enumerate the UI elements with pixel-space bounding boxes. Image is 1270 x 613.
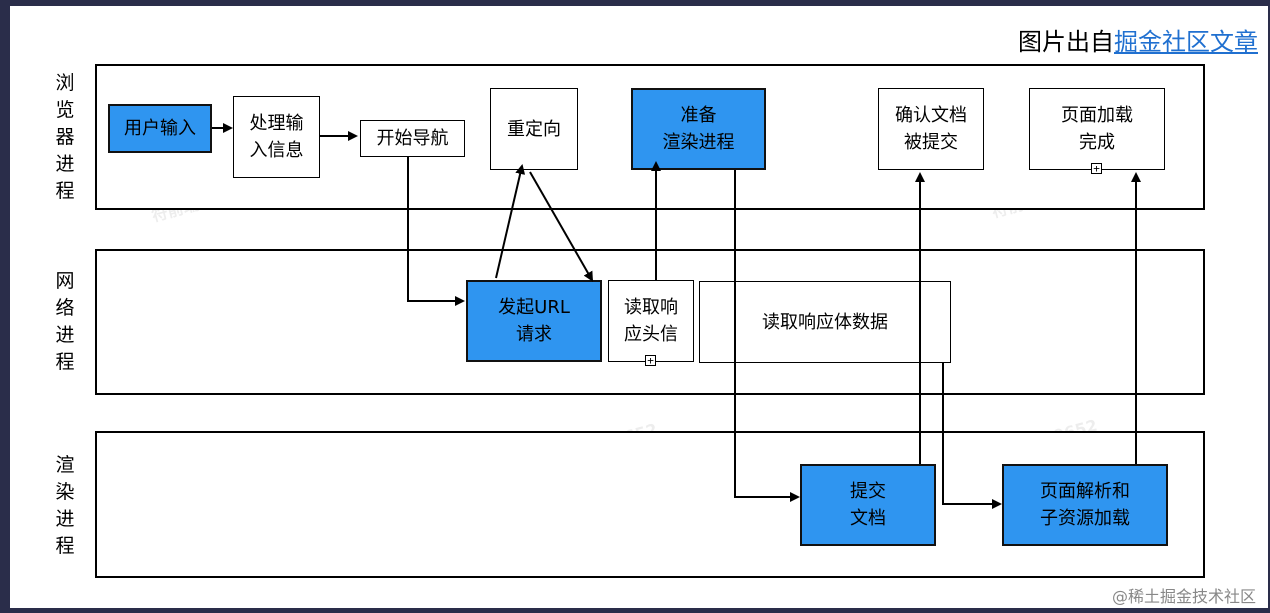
step-page-load-complete: 页面加载 完成 <box>1029 88 1165 170</box>
arrow-nav-to-request <box>407 157 465 306</box>
expand-icon[interactable]: + <box>1091 163 1102 174</box>
step-confirm-document: 确认文档 被提交 <box>878 88 984 170</box>
arrow-body-to-parse <box>942 363 1002 509</box>
step-process-input: 处理输 入信息 <box>233 96 320 178</box>
lane-label-renderer: 渲 染 进 程 <box>55 454 75 557</box>
step-send-url-request: 发起URL 请求 <box>466 280 602 362</box>
arrow-redirect-to-request <box>529 171 593 282</box>
footer-credit: @稀土掘金技术社区 <box>1111 587 1256 606</box>
lane-label-browser: 浏 览 器 进 程 <box>55 72 75 202</box>
step-read-response-header: 读取响 应头信 <box>608 280 694 362</box>
step-user-input: 用户输入 <box>108 104 212 153</box>
expand-icon[interactable]: + <box>645 355 656 366</box>
lane-label-network: 网 络 进 程 <box>55 270 75 373</box>
step-read-response-body: 读取响应体数据 <box>699 281 951 363</box>
arrow-request-to-redirect <box>495 164 526 279</box>
diagram-title: 图片出自掘金社区文章 <box>1018 22 1258 57</box>
step-start-navigation: 开始导航 <box>360 120 465 157</box>
step-redirect: 重定向 <box>490 88 578 170</box>
step-commit-document: 提交 文档 <box>800 464 936 546</box>
title-prefix: 图片出自 <box>1018 28 1114 56</box>
step-parse-and-load-subresources: 页面解析和 子资源加载 <box>1002 464 1168 546</box>
arrow-prepare-to-commit <box>734 170 800 502</box>
step-prepare-renderer: 准备 渲染进程 <box>631 88 766 170</box>
source-link[interactable]: 掘金社区文章 <box>1114 28 1258 56</box>
